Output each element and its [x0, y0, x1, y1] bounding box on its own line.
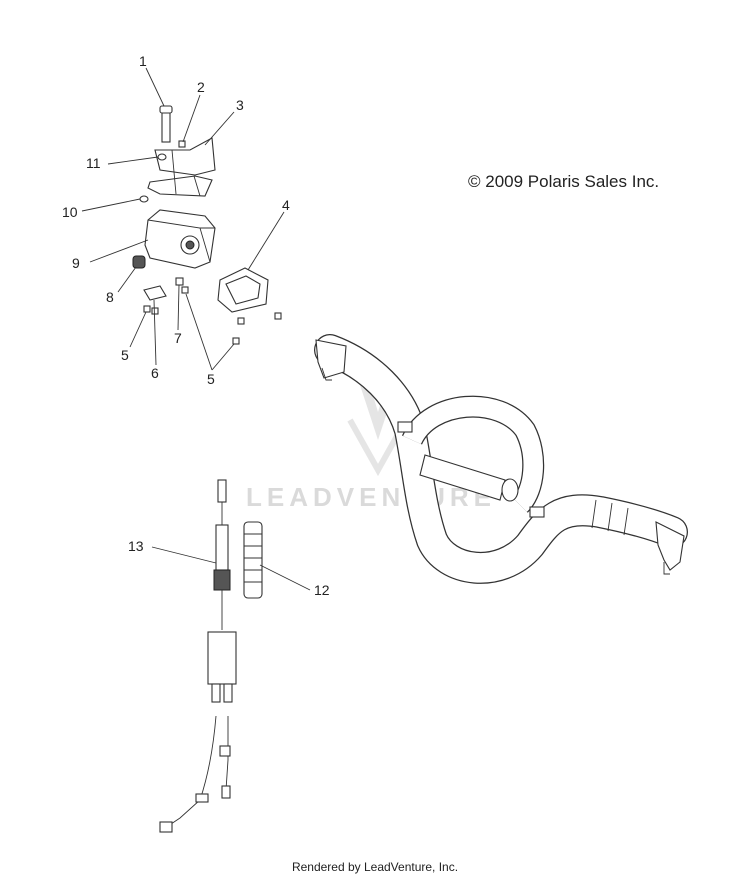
part-6-plate [143, 285, 167, 301]
callout-9: 9 [72, 255, 80, 271]
callout-5a: 5 [121, 347, 129, 363]
part-4-cover [217, 267, 269, 313]
callout-8: 8 [106, 289, 114, 305]
callout-13: 13 [128, 538, 144, 554]
callout-1: 1 [139, 53, 147, 69]
part-11-washer [157, 153, 167, 161]
callout-4: 4 [282, 197, 290, 213]
callout-6: 6 [151, 365, 159, 381]
part-12-sleeve [243, 521, 263, 599]
part-13-cable [159, 479, 237, 833]
callouts: 1 2 3 4 5 5 6 7 8 9 10 11 12 13 [62, 53, 330, 598]
part-7-screw [175, 277, 184, 286]
callout-7: 7 [174, 330, 182, 346]
copyright-text: © 2009 Polaris Sales Inc. [468, 172, 660, 191]
part-5-screws [143, 286, 282, 345]
part-8-boot [132, 255, 146, 269]
callout-11: 11 [86, 155, 101, 171]
part-9-housing [144, 209, 216, 269]
footer-text: Rendered by LeadVenture, Inc. [291, 860, 459, 874]
watermark-text: LEADVENTURE [246, 482, 496, 512]
callout-3: 3 [236, 97, 244, 113]
callout-12: 12 [314, 582, 330, 598]
callout-5b: 5 [207, 371, 215, 387]
leader-lines [81, 67, 311, 591]
part-3-clamp [147, 137, 216, 197]
part-10-washer [139, 195, 149, 203]
handlebar-drawing [314, 334, 688, 584]
part-1-bolt [159, 105, 173, 143]
callout-2: 2 [197, 79, 205, 95]
callout-10: 10 [62, 204, 78, 220]
part-2-screw [178, 140, 186, 148]
